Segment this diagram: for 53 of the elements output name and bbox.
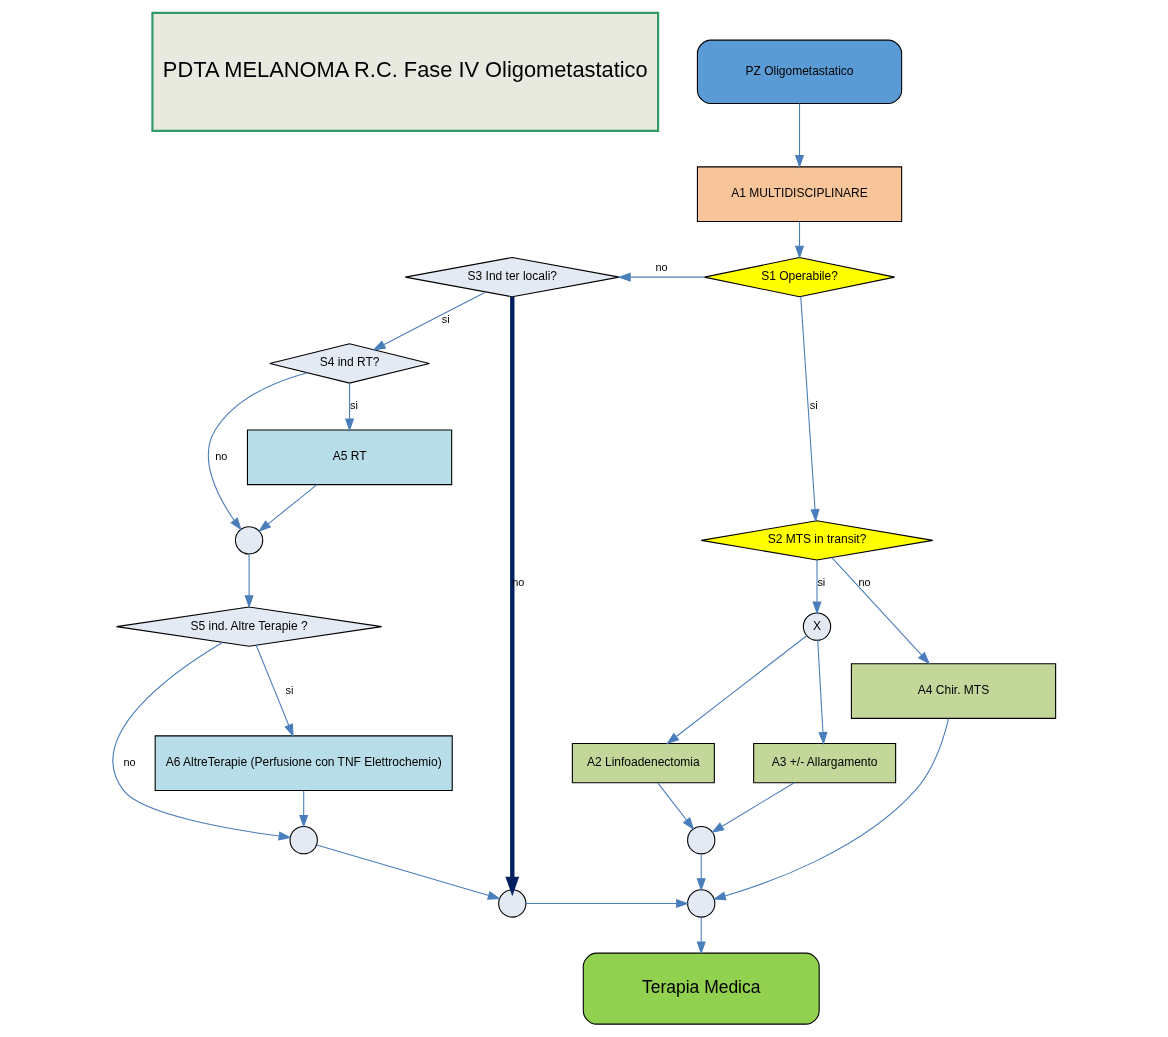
node-box: Terapia Medica xyxy=(582,952,820,1025)
arrow xyxy=(255,644,294,738)
node-circle: X xyxy=(802,612,832,641)
edge-label: si xyxy=(809,399,818,412)
node-diamond: S1 Operabile? xyxy=(703,256,896,298)
edge-label: si xyxy=(285,683,294,696)
arrow xyxy=(711,782,795,834)
arrow xyxy=(345,382,355,432)
node-circle xyxy=(687,825,716,855)
node-circle xyxy=(498,889,527,918)
arrow xyxy=(666,635,808,745)
node-diamond: S3 Ind ter locali? xyxy=(404,256,620,298)
arrow xyxy=(258,484,318,532)
node-box: A4 Chir. MTS xyxy=(850,663,1057,719)
edge-label: no xyxy=(123,755,136,768)
arrow xyxy=(372,291,487,351)
node-box: A5 RT xyxy=(246,429,453,486)
arrow xyxy=(207,372,308,531)
arrow xyxy=(505,296,520,897)
edge-label: no xyxy=(655,260,668,273)
arrow xyxy=(299,790,309,829)
node-circle xyxy=(687,889,716,918)
edge-label: si xyxy=(349,399,358,412)
arrow xyxy=(794,221,805,259)
node-box: A2 Linfoadenectomia xyxy=(571,742,715,784)
edge-label: si xyxy=(817,576,826,589)
arrow xyxy=(831,557,931,665)
node-diamond: S2 MTS in transit? xyxy=(700,520,934,561)
arrow xyxy=(800,296,820,523)
arrow xyxy=(812,559,822,615)
node-diamond: S5 ind. Altre Terapie ? xyxy=(116,606,383,647)
arrow xyxy=(112,641,292,841)
arrow xyxy=(525,898,690,909)
node-box: A3 +/- Allargamento xyxy=(753,742,897,784)
node-box: A1 MULTIDISCIPLINARE xyxy=(696,166,903,222)
node-box: PZ Oligometastatico xyxy=(696,39,903,105)
arrow xyxy=(817,640,828,746)
arrow xyxy=(657,782,695,831)
arrow xyxy=(617,272,705,282)
edge-label: no xyxy=(215,450,228,463)
arrow xyxy=(712,718,950,901)
node-circle xyxy=(289,825,318,855)
arrow xyxy=(696,853,706,892)
arrow xyxy=(794,103,805,169)
node-circle xyxy=(234,526,264,555)
edge-label: si xyxy=(441,313,450,326)
arrow xyxy=(244,553,254,609)
arrow xyxy=(696,916,706,955)
node-box: A6 AltreTerapie (Perfusione con TNF Elettrochemio) xyxy=(154,735,453,791)
node-box: PDTA MELANOMA R.C. Fase IV Oligometastatico xyxy=(151,11,660,132)
node-diamond: S4 ind RT? xyxy=(269,343,430,384)
edge-label: no xyxy=(858,576,871,589)
arrow xyxy=(316,844,501,900)
